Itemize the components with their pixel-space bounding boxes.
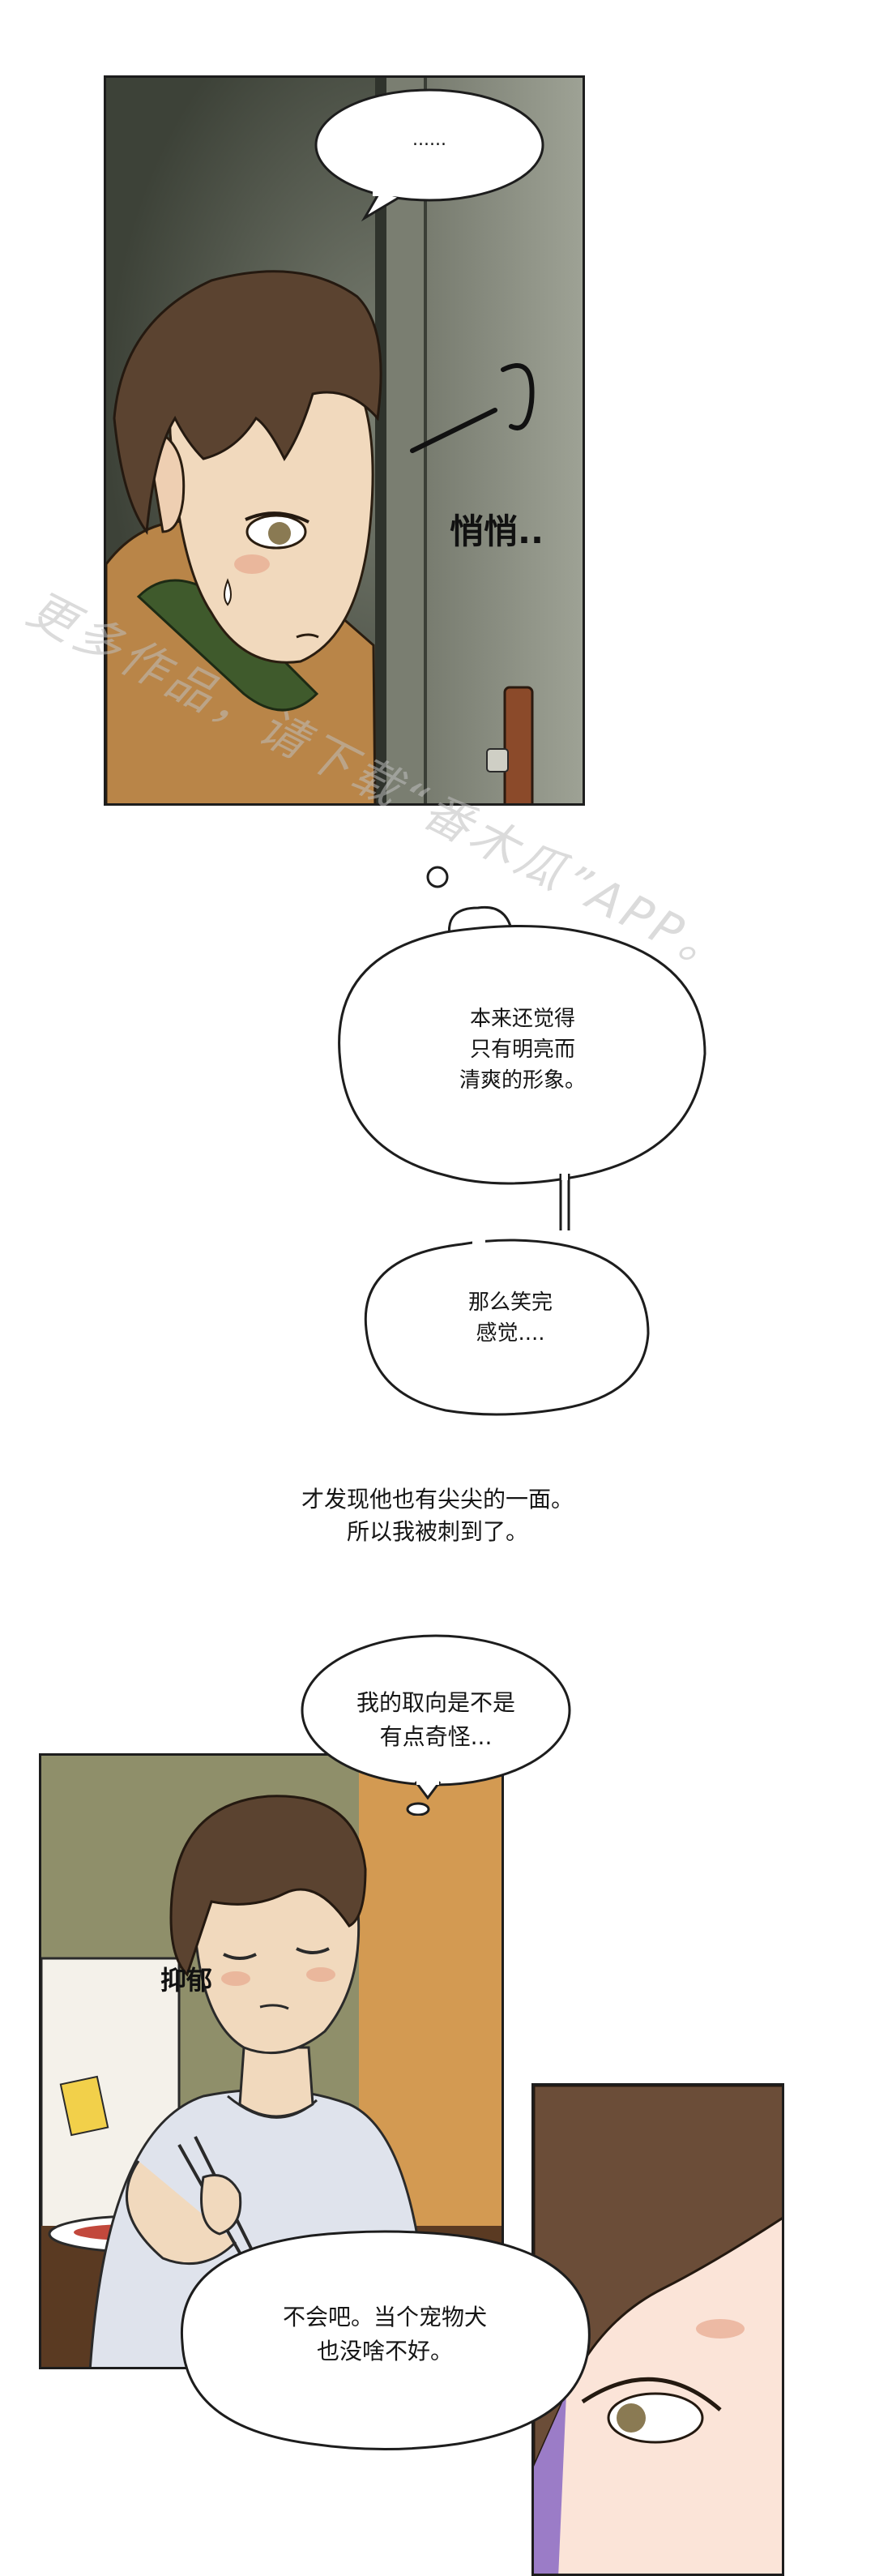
panel-3-speech-bubble	[180, 2230, 591, 2450]
thought-bubble-1	[338, 866, 706, 1230]
thought-bubble-2	[364, 1234, 650, 1416]
panel-2-speech-bubble	[301, 1634, 571, 1816]
panel-1-speech-bubble	[314, 88, 544, 222]
panel-1-bubble-text: ......	[412, 130, 446, 150]
gloomy-sfx: 抑郁	[160, 1965, 213, 1996]
narration-caption: 才发现他也有尖尖的一面。 所以我被刺到了。	[301, 1486, 574, 1545]
thought-bubble-1-text: 本来还觉得 只有明亮而 清爽的形象。	[459, 1007, 586, 1093]
comic-panel-3	[531, 2083, 784, 2576]
panel-2-bubble-text: 我的取向是不是 有点奇怪...	[356, 1689, 515, 1750]
thought-bubble-2-text: 那么笑完 感觉....	[467, 1290, 553, 1346]
panel-3-bubble-text: 不会吧。当个宠物犬 也没啥不好。	[282, 2304, 487, 2364]
panel-3-art	[534, 2086, 782, 2574]
sneak-sfx: 悄悄..	[450, 511, 544, 551]
